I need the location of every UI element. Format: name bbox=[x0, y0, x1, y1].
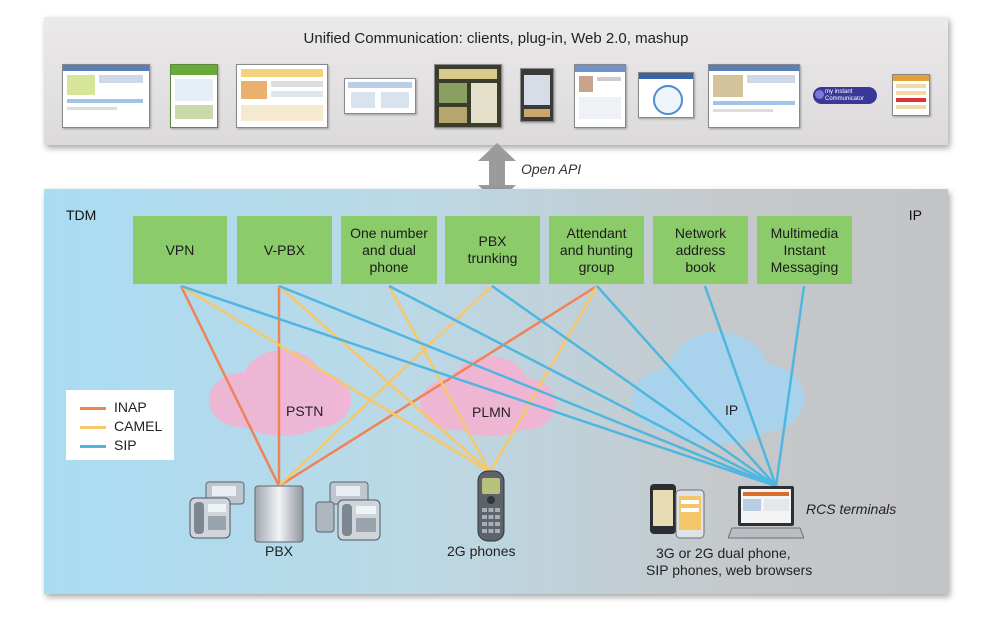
connection-line bbox=[491, 284, 777, 488]
pstn-cloud bbox=[209, 350, 351, 436]
connection-line bbox=[774, 285, 806, 487]
client-screenshot-thumbnail bbox=[708, 64, 800, 128]
connection-line bbox=[596, 285, 777, 487]
pbx-server-icon bbox=[254, 485, 304, 543]
connection-line bbox=[703, 285, 778, 487]
client-screenshot-thumbnail bbox=[520, 68, 554, 122]
ip-devices-label-line2: SIP phones, web browsers bbox=[646, 562, 813, 578]
ip-label: IP bbox=[908, 207, 922, 223]
instant-communicator-logo: my instant Communicator bbox=[813, 87, 877, 104]
ip-devices-label-line1: 3G or 2G dual phone, bbox=[656, 545, 791, 561]
mobile-phone-icon bbox=[477, 470, 505, 542]
desk-phones-icon bbox=[189, 481, 381, 541]
service-one-number-dual-phone: One number and dual phone bbox=[341, 216, 437, 284]
client-screenshot-thumbnail bbox=[62, 64, 150, 128]
connection-line bbox=[179, 285, 281, 487]
client-screenshot-thumbnail bbox=[236, 64, 328, 128]
service-v-pbx: V-PBX bbox=[237, 216, 332, 284]
connection-line bbox=[278, 285, 493, 487]
connection-line bbox=[387, 285, 492, 473]
service-attendant-hunting-group: Attendant and hunting group bbox=[549, 216, 644, 284]
client-screenshot-thumbnail bbox=[638, 72, 694, 118]
connection-line bbox=[180, 284, 777, 488]
laptop-icon bbox=[728, 486, 804, 539]
pbx-label: PBX bbox=[265, 543, 294, 559]
rcs-terminals-label: RCS terminals bbox=[806, 501, 897, 517]
connection-line bbox=[278, 285, 491, 473]
camel-swatch bbox=[80, 426, 106, 429]
client-screenshot-thumbnail bbox=[170, 64, 218, 128]
client-screenshot-thumbnail bbox=[344, 78, 416, 114]
tdm-label: TDM bbox=[66, 207, 97, 223]
pstn-label: PSTN bbox=[286, 403, 324, 419]
ip-cloud bbox=[632, 332, 804, 444]
smartphones-icon bbox=[650, 484, 705, 539]
client-screenshot-thumbnail bbox=[434, 64, 502, 128]
connection-line bbox=[278, 284, 598, 488]
inap-swatch bbox=[80, 407, 106, 410]
service-pbx-trunking: PBX trunking bbox=[445, 216, 540, 284]
open-api-label: Open API bbox=[521, 161, 582, 177]
unified-communication-title: Unified Communication: clients, plug-in,… bbox=[303, 30, 689, 47]
client-screenshot-thumbnail bbox=[892, 74, 930, 116]
service-network-address-book: Network address book bbox=[653, 216, 748, 284]
protocol-legend: INAP CAMEL SIP bbox=[66, 390, 174, 460]
sip-swatch bbox=[80, 445, 106, 448]
connection-line bbox=[278, 284, 777, 488]
service-multimedia-instant-messaging: Multimedia Instant Messaging bbox=[757, 216, 852, 284]
connection-line bbox=[388, 284, 777, 488]
ip-cloud-label: IP bbox=[725, 402, 739, 418]
2g-phones-label: 2G phones bbox=[447, 543, 516, 559]
connection-line bbox=[180, 284, 491, 474]
client-screenshot-thumbnail bbox=[574, 64, 626, 128]
open-api-double-arrow bbox=[476, 143, 518, 203]
plmn-label: PLMN bbox=[472, 404, 511, 420]
connection-line bbox=[488, 285, 599, 473]
service-vpn: VPN bbox=[133, 216, 227, 284]
